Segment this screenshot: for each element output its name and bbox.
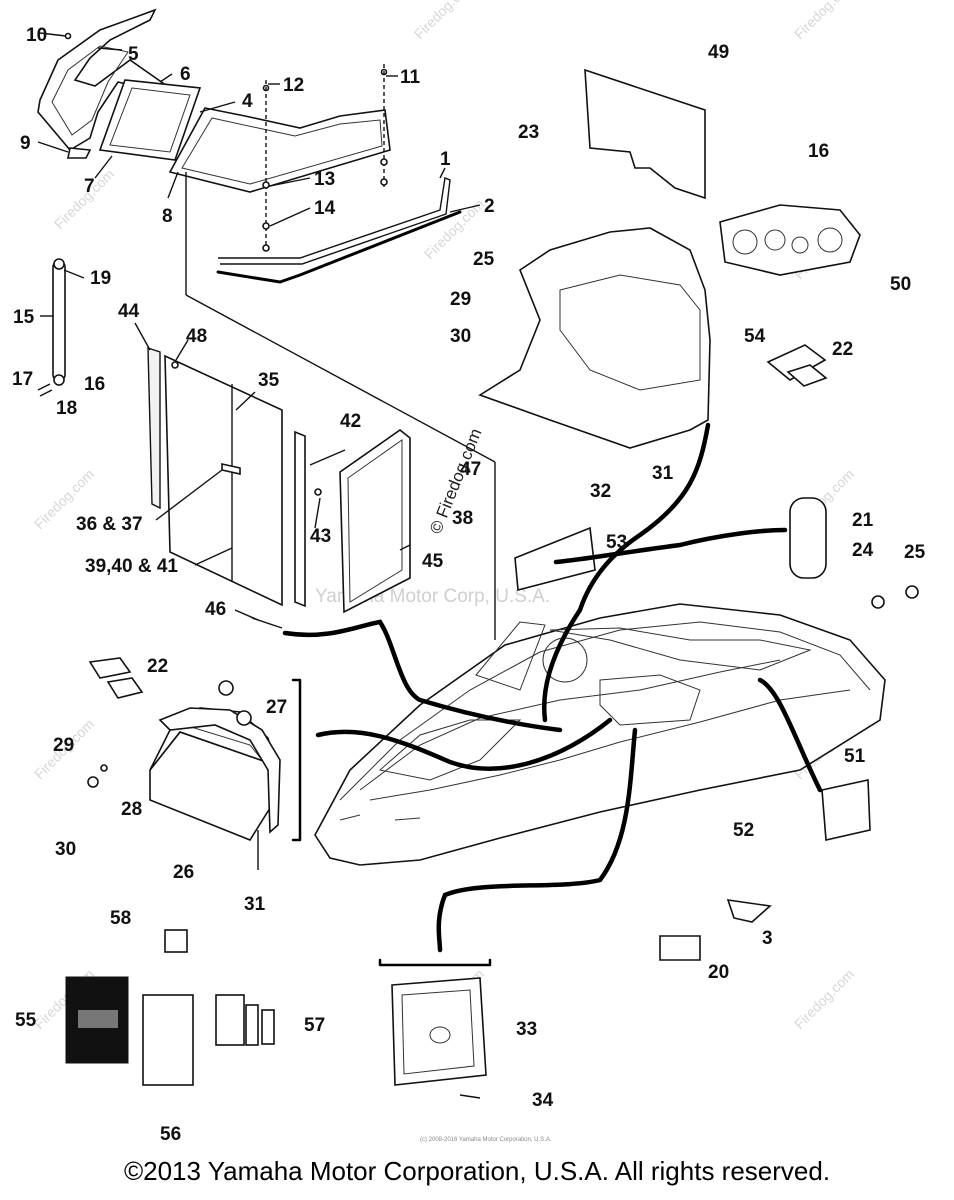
part-label: 16 bbox=[808, 141, 829, 162]
part-label: 57 bbox=[304, 1015, 325, 1036]
part-label: 53 bbox=[606, 532, 627, 553]
part-label: 22 bbox=[147, 656, 168, 677]
part-label: 18 bbox=[56, 398, 77, 419]
part-label: 12 bbox=[283, 75, 304, 96]
part-label: 52 bbox=[733, 820, 754, 841]
part-label: 19 bbox=[90, 268, 111, 289]
part-label: 47 bbox=[460, 459, 481, 480]
part-label: 43 bbox=[310, 526, 331, 547]
part-label: 13 bbox=[314, 169, 335, 190]
part-label: 27 bbox=[266, 697, 287, 718]
part-label: 21 bbox=[852, 510, 874, 531]
part-label: 23 bbox=[518, 122, 539, 143]
strut-assembly bbox=[37, 258, 85, 397]
part-label: 4 bbox=[242, 91, 253, 112]
part-label: 9 bbox=[20, 133, 31, 154]
part-label: 48 bbox=[186, 326, 207, 347]
part-label: 50 bbox=[890, 274, 911, 295]
part-label: 15 bbox=[13, 307, 35, 328]
trim-strip bbox=[218, 177, 451, 265]
part-label: 49 bbox=[708, 42, 729, 63]
part-label: 31 bbox=[244, 894, 266, 915]
part-label: 33 bbox=[516, 1019, 537, 1040]
part-label: 36 & 37 bbox=[76, 514, 143, 535]
trim-seal bbox=[216, 210, 462, 284]
part-label: 44 bbox=[118, 301, 140, 322]
part-label: 55 bbox=[15, 1010, 37, 1031]
part-label: 20 bbox=[708, 962, 729, 983]
windshield-assembly bbox=[37, 8, 391, 193]
part-label: 14 bbox=[314, 198, 336, 219]
windshield-fasteners bbox=[262, 64, 388, 252]
part-label: 30 bbox=[55, 839, 76, 860]
part-label: 38 bbox=[452, 508, 473, 529]
seat-assembly bbox=[87, 657, 281, 870]
boat-hull bbox=[314, 603, 886, 866]
part-label: 2 bbox=[484, 196, 495, 217]
part-label: 46 bbox=[205, 599, 226, 620]
part-label: 42 bbox=[340, 411, 361, 432]
door-panels bbox=[147, 347, 411, 629]
part-label: 32 bbox=[590, 481, 611, 502]
hatch-parts bbox=[391, 977, 487, 1099]
part-label: 10 bbox=[26, 25, 47, 46]
part-label: 54 bbox=[744, 326, 766, 347]
part-label: 45 bbox=[422, 551, 444, 572]
part-label: 39,40 & 41 bbox=[85, 556, 178, 577]
part-label: 35 bbox=[258, 370, 280, 391]
part-labels: 1 2 3 4 5 6 7 8 9 10 11 12 13 14 15 16 1… bbox=[12, 25, 926, 1145]
part-label: 24 bbox=[852, 540, 874, 561]
part-label: 25 bbox=[904, 542, 926, 563]
part-label: 56 bbox=[160, 1124, 181, 1145]
watermark: Firedog.com bbox=[411, 0, 477, 42]
part-label: 11 bbox=[400, 67, 421, 88]
watermark: Firedog.com bbox=[791, 966, 857, 1032]
part-label: 31 bbox=[652, 463, 674, 484]
part-label: 17 bbox=[12, 369, 33, 390]
dashboard-parts bbox=[478, 68, 919, 961]
part-label: 30 bbox=[450, 326, 471, 347]
part-label: 25 bbox=[473, 249, 495, 270]
assembly-leaders bbox=[282, 422, 823, 967]
copyright-footer: ©2013 Yamaha Motor Corporation, U.S.A. A… bbox=[123, 1156, 831, 1186]
manuals bbox=[65, 929, 275, 1086]
part-label: 8 bbox=[162, 206, 173, 227]
part-label: 5 bbox=[128, 44, 139, 65]
part-label: 22 bbox=[832, 339, 853, 360]
part-label: 29 bbox=[53, 735, 74, 756]
part-label: 1 bbox=[440, 149, 451, 170]
watermark: Firedog.com bbox=[791, 0, 857, 42]
part-label: 26 bbox=[173, 862, 194, 883]
leader-lines bbox=[37, 32, 496, 640]
tiny-credit: (c) 2008-2016 Yamaha Motor Corporation, … bbox=[420, 1137, 552, 1143]
part-label: 3 bbox=[762, 928, 773, 949]
part-label: 29 bbox=[450, 289, 471, 310]
part-label: 28 bbox=[121, 799, 142, 820]
part-label: 7 bbox=[84, 176, 95, 197]
part-label: 34 bbox=[532, 1090, 554, 1111]
part-label: 58 bbox=[110, 908, 131, 929]
part-label: 51 bbox=[844, 746, 866, 767]
part-label: 6 bbox=[180, 64, 191, 85]
part-label: 16 bbox=[84, 374, 105, 395]
